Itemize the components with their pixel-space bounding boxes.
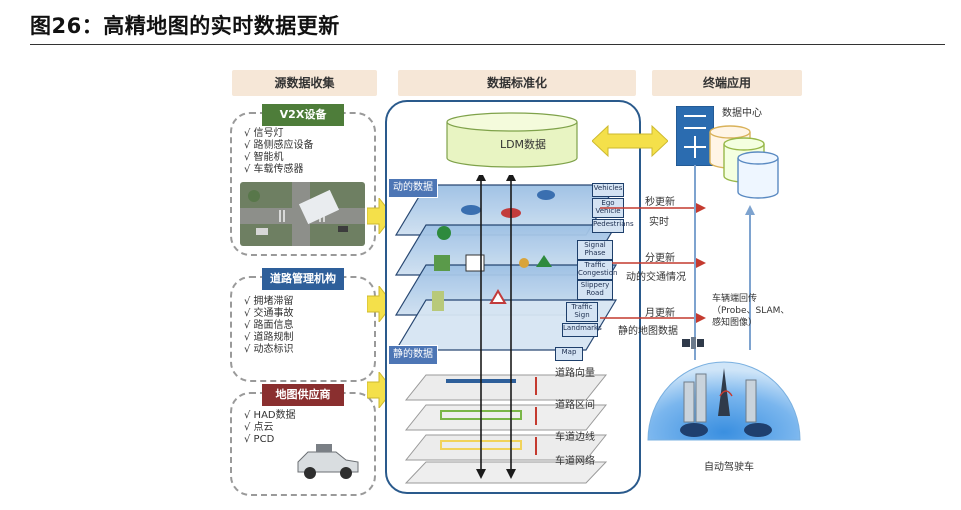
vehicle-upload-line: 感知图像） xyxy=(712,318,758,328)
list-item: √ 拥堵滞留 xyxy=(244,296,294,307)
road-layer-label: 车道网络 xyxy=(555,456,595,467)
satellite-icon xyxy=(682,337,704,349)
update-desc-static-map: 静的地图数据 xyxy=(618,326,678,337)
source-label-v2x: V2X设备 xyxy=(262,104,344,126)
list-item: √ 交通事故 xyxy=(244,308,294,319)
road-layer-label: 道路向量 xyxy=(555,368,595,379)
source-label-road-authority: 道路管理机构 xyxy=(262,268,344,290)
list-item: √ PCD xyxy=(244,434,275,445)
road-layer-label: 道路区间 xyxy=(555,400,595,411)
title-divider xyxy=(30,44,945,45)
box-traffic-sign: Traffic Sign xyxy=(566,302,598,322)
box-traffic-congestion: Traffic Congestion xyxy=(577,260,617,280)
box-signal-phase: Signal Phase xyxy=(577,240,613,260)
survey-vehicle-photo xyxy=(292,432,364,482)
ldm-label: LDM数据 xyxy=(499,138,547,151)
list-item: √ 道路规制 xyxy=(244,332,294,343)
intersection-photo xyxy=(240,182,365,246)
list-item: √ 路侧感应设备 xyxy=(244,140,314,151)
autonomous-car-label: 自动驾驶车 xyxy=(704,462,754,473)
box-vehicles: Vehicles xyxy=(592,183,624,197)
source-list-map-supplier: √ HAD数据 √ 点云 √ PCD xyxy=(244,410,296,446)
list-item: √ 智能机 xyxy=(244,152,284,163)
data-center-database-icon xyxy=(709,125,779,199)
update-desc-realtime: 实时 xyxy=(649,217,669,228)
update-arrows xyxy=(600,203,706,323)
source-list-road-authority: √ 拥堵滞留 √ 交通事故 √ 路面信息 √ 道路规制 √ 动态标识 xyxy=(244,296,294,356)
list-item: √ 动态标识 xyxy=(244,344,294,355)
column-header-terminal: 终端应用 xyxy=(652,70,802,96)
box-map: Map xyxy=(555,347,583,361)
ldm-layer-stack xyxy=(394,175,618,484)
source-label-map-supplier: 地图供应商 xyxy=(262,384,344,406)
data-center-label: 数据中心 xyxy=(722,108,762,119)
autonomous-vehicle-dome xyxy=(647,361,801,441)
update-frequency-seconds: 秒更新 xyxy=(645,197,675,208)
list-item: √ 信号灯 xyxy=(244,128,284,139)
box-pedestrians: Pedestrians xyxy=(592,219,634,233)
box-slippery-road: Slippery Road xyxy=(577,280,613,300)
update-frequency-minutes: 分更新 xyxy=(645,253,675,264)
column-header-source: 源数据收集 xyxy=(232,70,377,96)
network-switch-icon xyxy=(676,106,714,166)
column-header-standardize: 数据标准化 xyxy=(398,70,636,96)
uplink-line xyxy=(694,165,755,360)
source-list-v2x: √ 信号灯 √ 路侧感应设备 √ 智能机 √ 车载传感器 xyxy=(244,128,314,176)
update-desc-dynamic-traffic: 动的交通情况 xyxy=(626,272,686,283)
update-frequency-months: 月更新 xyxy=(645,308,675,319)
box-landmarks: Landmarks xyxy=(562,323,602,337)
list-item: √ 车载传感器 xyxy=(244,164,304,175)
ldm-database-icon xyxy=(446,112,578,168)
vehicle-upload-label: 车辆端回传 （Probe、SLAM、 感知图像） xyxy=(712,293,802,329)
vehicle-upload-line: （Probe、SLAM、 xyxy=(712,306,790,316)
list-item: √ 点云 xyxy=(244,422,274,433)
list-item: √ 路面信息 xyxy=(244,320,294,331)
vehicle-upload-line: 车辆端回传 xyxy=(712,294,758,304)
figure-title: 图26：高精地图的实时数据更新 xyxy=(30,14,340,38)
tag-dynamic-data: 动的数据 xyxy=(388,178,438,198)
double-arrow-icon xyxy=(592,124,668,158)
list-item: √ HAD数据 xyxy=(244,410,296,421)
tag-static-data: 静的数据 xyxy=(388,345,438,365)
road-layer-label: 车道边线 xyxy=(555,432,595,443)
